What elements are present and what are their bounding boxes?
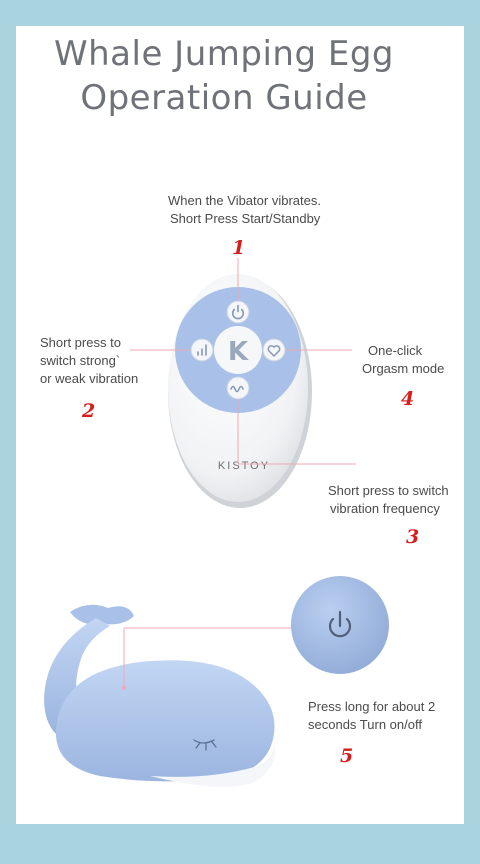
whale-leader-lines (123, 627, 292, 688)
power-icon (328, 610, 352, 638)
heart-icon (267, 345, 281, 358)
center-logo-button (214, 326, 262, 374)
callout-3-line-1: Short press to switch (328, 483, 449, 498)
strength-button[interactable] (190, 338, 214, 362)
page-title-line-1: Whale Jumping Egg (54, 34, 394, 74)
callout-4-line-2: Orgasm mode (362, 361, 445, 376)
strength-bars-icon (197, 344, 207, 356)
center-logo-text: K (228, 337, 249, 367)
callout-4-line-1: One-click (368, 343, 423, 358)
callout-2-line-2: switch strong` (40, 353, 121, 368)
page-title-line-2: Operation Guide (80, 78, 368, 118)
callout-1-number: 1 (232, 237, 246, 259)
whale-eye-icon (193, 739, 217, 751)
leader-lines (130, 258, 356, 465)
power-icon (231, 304, 245, 320)
remote-control: K KISTOY (168, 274, 312, 508)
callout-5-line-2: seconds Turn on/off (308, 717, 422, 732)
power-button[interactable] (226, 300, 250, 324)
callout-2-line-3: or weak vibration (40, 371, 139, 386)
wave-icon (230, 385, 244, 393)
orgasm-mode-button[interactable] (262, 338, 286, 362)
callout-1-line-2: Short Press Start/Standby (170, 211, 321, 226)
callout-3-line-2: vibration frequency (330, 501, 440, 516)
frequency-button[interactable] (226, 376, 250, 400)
power-button-closeup (291, 576, 389, 674)
callout-2-number: 2 (82, 400, 96, 422)
whale-button-marker (122, 686, 126, 690)
callout-3-number: 3 (406, 526, 420, 548)
whale-egg (44, 604, 276, 787)
callout-5-number: 5 (340, 745, 354, 767)
callout-1-line-1: When the Vibator vibrates. (168, 193, 321, 208)
callout-2-line-1: Short press to (40, 335, 121, 350)
callout-4-number: 4 (401, 388, 415, 410)
callout-5-line-1: Press long for about 2 (308, 699, 436, 714)
remote-brand: KISTOY (218, 460, 270, 472)
